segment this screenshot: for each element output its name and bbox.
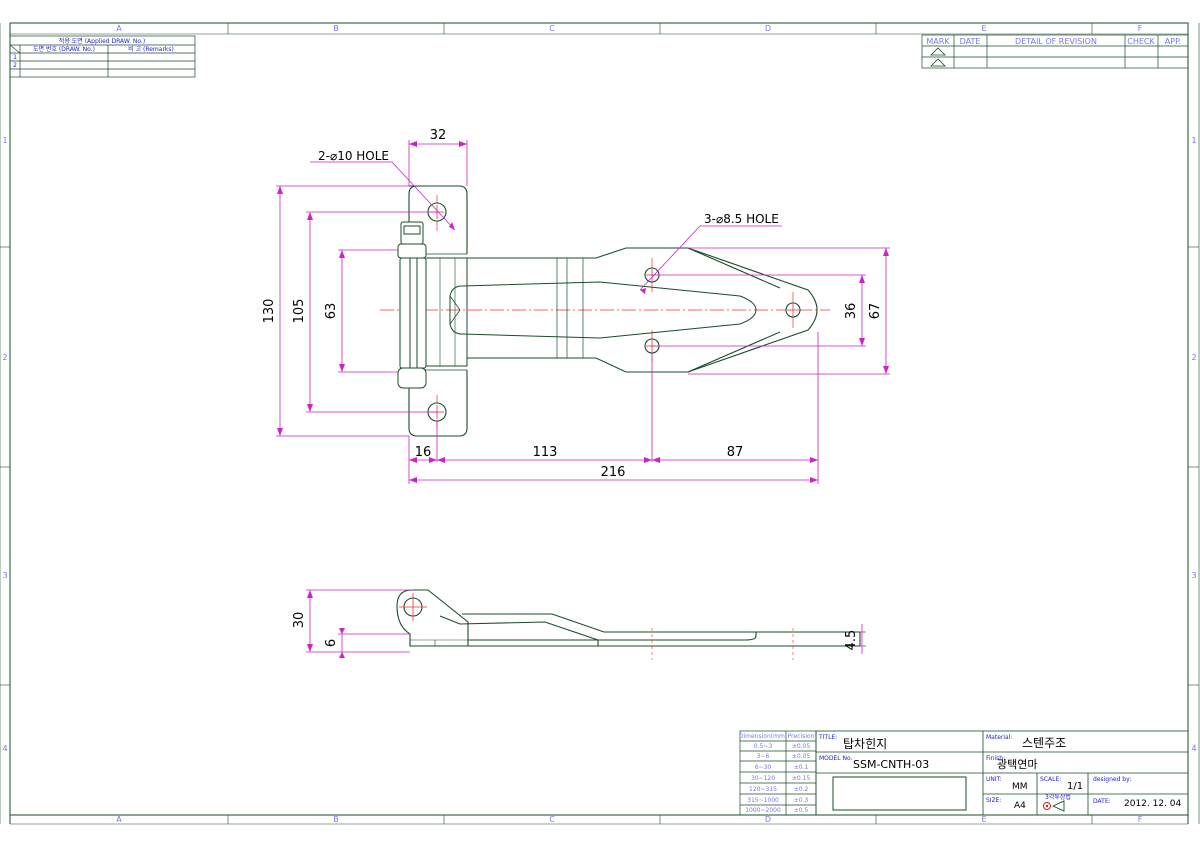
frame-row-label: 4 (1191, 744, 1196, 753)
title-block: TITLE: MODEL No. Material: Finish: UNIT:… (815, 730, 1189, 816)
frame-col-label: C (549, 24, 555, 33)
side-dimension-4-5: 4.5 (844, 630, 859, 651)
title-label: TITLE: (818, 734, 837, 741)
tolerance-range: 315~1000 (747, 797, 779, 804)
date-value: 2012. 12. 04 (1124, 799, 1182, 809)
third-angle-projection-icon (1043, 800, 1065, 812)
revision-header-app: APP. (1165, 37, 1181, 46)
frame-col-label: A (116, 815, 122, 824)
tolerance-header-dimension: Dimension(mm) (739, 733, 787, 740)
tolerance-table: Dimension(mm) Precision 0.5~3 ±0.05 3~6 … (739, 730, 817, 816)
tolerance-value: ±0.3 (794, 797, 809, 804)
frame-col-label: D (765, 815, 771, 824)
dimension-67: 67 (868, 303, 883, 320)
applied-table-col-drawno: 도면 번호 (DRAW. No.) (33, 45, 95, 53)
revision-table: MARK DATE DETAIL OF REVISION CHECK APP. (921, 34, 1189, 69)
frame-row-label: 4 (2, 744, 7, 753)
tolerance-value: ±0.5 (794, 807, 809, 814)
finish-label: Finish: (986, 755, 1005, 762)
callout-hole-8-5: 3-⌀8.5 HOLE (704, 212, 779, 226)
dimension-113: 113 (533, 445, 558, 460)
tolerance-range: 6~30 (755, 764, 772, 771)
model-number: SSM-CNTH-03 (853, 758, 929, 771)
dimension-216: 216 (601, 465, 626, 480)
finish-value: 광택연마 (997, 758, 1037, 771)
size-value: A4 (1014, 801, 1026, 811)
drawing-frame (0, 22, 1200, 825)
side-dimension-6: 6 (324, 639, 339, 647)
material-value: 스텐주조 (1022, 736, 1066, 750)
tolerance-value: ±0.2 (794, 786, 809, 793)
scale-label: SCALE: (1040, 776, 1061, 783)
frame-col-label: E (981, 24, 986, 33)
dimension-130: 130 (262, 299, 277, 324)
dimension-arrows (277, 141, 889, 483)
tolerance-range: 120~315 (749, 786, 777, 793)
tolerance-range: 1000~2000 (745, 807, 781, 814)
front-view-dimensions (276, 140, 890, 484)
tolerance-range: 3~6 (757, 753, 770, 760)
frame-row-label: 2 (2, 353, 7, 362)
applied-table-title: 적용 도면 (Applied DRAW. No.) (59, 37, 145, 45)
tolerance-value: ±0.05 (792, 753, 811, 760)
dimension-16: 16 (415, 445, 432, 460)
hinge-front-view (380, 185, 830, 437)
revision-header-check: CHECK (1127, 37, 1155, 46)
callout-hole-10: 2-⌀10 HOLE (318, 149, 389, 163)
tolerance-value: ±0.05 (792, 743, 811, 750)
tolerance-range: 0.5~3 (754, 743, 773, 750)
date-label: DATE: (1093, 798, 1111, 805)
dimension-105: 105 (292, 299, 307, 324)
frame-row-label: 3 (2, 571, 7, 580)
applied-table-row-num: 2 (13, 62, 17, 69)
tolerance-header-precision: Precision (788, 733, 815, 740)
frame-row-label: 1 (2, 136, 7, 145)
revision-triangle-icon (930, 47, 946, 67)
frame-col-label: A (116, 24, 122, 33)
drawing-title: 탑차힌지 (843, 737, 887, 751)
scale-value: 1/1 (1067, 781, 1083, 792)
applied-drawing-table: 적용 도면 (Applied DRAW. No.) 도면 번호 (DRAW. N… (9, 35, 196, 78)
frame-col-label: B (333, 24, 339, 33)
dimension-36: 36 (844, 303, 859, 320)
size-label: SIZE: (986, 797, 1002, 804)
dimension-87: 87 (727, 445, 744, 460)
applied-table-col-remarks: 비 고 (Remarks) (128, 45, 174, 53)
unit-label: UNIT: (986, 776, 1002, 783)
tolerance-value: ±0.1 (794, 764, 809, 771)
frame-col-label: D (765, 24, 771, 33)
frame-col-label: C (549, 815, 555, 824)
revision-header-date: DATE (960, 37, 981, 46)
dimension-63: 63 (324, 303, 339, 320)
frame-row-label: 2 (1191, 353, 1196, 362)
tolerance-value: ±0.15 (792, 775, 811, 782)
hinge-side-view (396, 589, 861, 660)
frame-row-label: 3 (1191, 571, 1196, 580)
frame-col-label: E (981, 815, 986, 824)
revision-header-detail: DETAIL OF REVISION (1015, 37, 1097, 46)
frame-col-label: B (333, 815, 339, 824)
dimension-32: 32 (430, 128, 447, 143)
revision-header-mark: MARK (926, 37, 950, 46)
side-view-dimensions (306, 589, 866, 658)
applied-table-row-num: 1 (13, 54, 17, 61)
material-label: Material: (986, 734, 1012, 741)
model-label: MODEL No. (819, 755, 853, 762)
frame-row-label: 1 (1191, 136, 1196, 145)
unit-value: MM (1012, 782, 1028, 792)
frame-col-label: F (1138, 815, 1143, 824)
projection-label: 3각투상법 (1045, 793, 1071, 801)
side-dimension-30: 30 (292, 612, 307, 629)
frame-col-label: F (1138, 24, 1143, 33)
designed-by-label: designed by: (1093, 776, 1131, 783)
tolerance-range: 30~120 (751, 775, 775, 782)
